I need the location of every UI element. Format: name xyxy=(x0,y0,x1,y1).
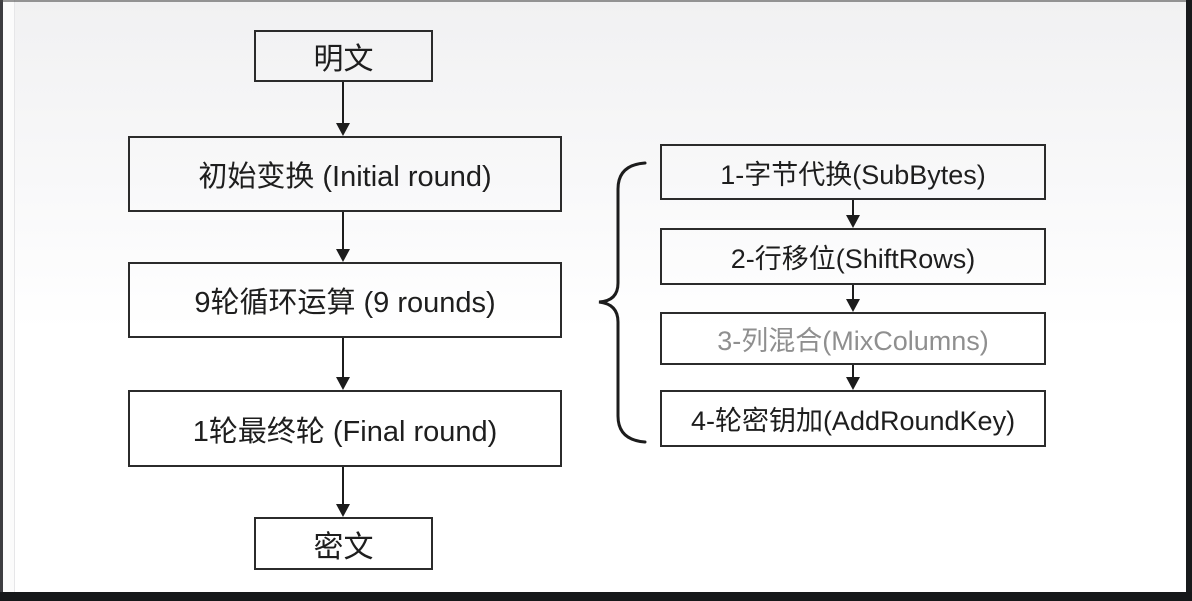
flow-node-label: 初始变换 (Initial round) xyxy=(198,161,492,193)
screen-edge-right xyxy=(1186,0,1192,601)
flow-node-initial-round: 初始变换 (Initial round) xyxy=(128,136,562,212)
arrow-down-icon xyxy=(846,365,860,390)
flow-node-nine-rounds: 9轮循环运算 (9 rounds) xyxy=(128,262,562,338)
arrow-down-icon xyxy=(336,338,350,390)
curly-brace-icon xyxy=(585,155,655,450)
screen-edge-left xyxy=(0,0,3,601)
flow-node-label: 3-列混合(MixColumns) xyxy=(717,326,989,356)
arrow-down-icon xyxy=(846,200,860,228)
flow-node-label: 密文 xyxy=(313,530,374,564)
flow-node-subbytes: 1-字节代换(SubBytes) xyxy=(660,144,1046,200)
arrow-down-icon xyxy=(336,212,350,262)
slide-left-margin xyxy=(3,0,15,601)
flow-node-label: 9轮循环运算 (9 rounds) xyxy=(194,287,496,319)
flow-node-label: 4-轮密钥加(AddRoundKey) xyxy=(690,406,1016,436)
flow-node-label: 1-字节代换(SubBytes) xyxy=(720,159,986,190)
arrow-down-icon xyxy=(846,285,860,312)
flow-node-shiftrows: 2-行移位(ShiftRows) xyxy=(660,228,1046,285)
flow-node-plaintext: 明文 xyxy=(254,30,433,82)
flow-node-label: 明文 xyxy=(313,43,374,76)
screen-edge-bottom xyxy=(0,592,1192,601)
arrow-down-icon xyxy=(336,467,350,517)
screen-edge-top xyxy=(0,0,1192,2)
flow-node-final-round: 1轮最终轮 (Final round) xyxy=(128,390,562,467)
arrow-down-icon xyxy=(336,82,350,136)
flow-node-addroundkey: 4-轮密钥加(AddRoundKey) xyxy=(660,390,1046,447)
flow-node-mixcolumns: 3-列混合(MixColumns) xyxy=(660,312,1046,365)
flow-node-label: 1轮最终轮 (Final round) xyxy=(192,415,498,448)
flow-node-ciphertext: 密文 xyxy=(254,517,433,570)
flow-node-label: 2-行移位(ShiftRows) xyxy=(730,244,976,274)
